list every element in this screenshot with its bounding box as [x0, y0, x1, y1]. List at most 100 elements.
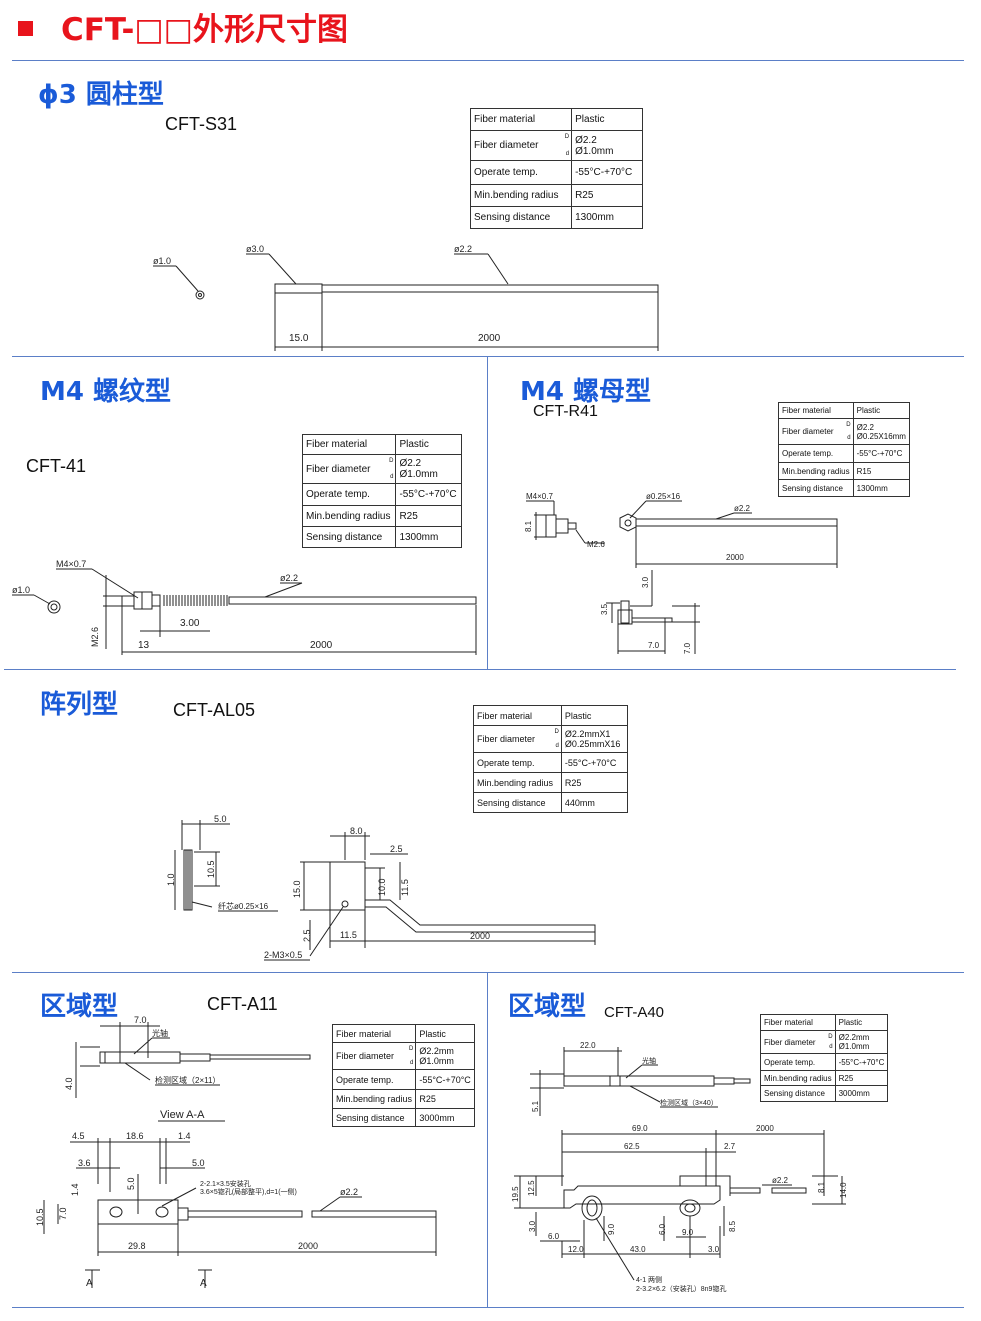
dim-h90-left: 9.0	[607, 1223, 616, 1235]
dim-w36: 3.6	[78, 1158, 91, 1168]
spec-value: R15	[852, 462, 910, 480]
drawing-a11: 7.0 光轴 4.0 检测区域（2×11） View A-A 4.5 18.6 …	[35, 1015, 437, 1289]
dim-tip: ø1.0	[12, 585, 30, 595]
dim-w70: 7.0	[134, 1015, 147, 1025]
dim-w430: 43.0	[630, 1245, 646, 1254]
spec-value: R25	[571, 184, 643, 207]
dim-len-fiber: 2000	[298, 1241, 318, 1251]
area-label: 检测区域（3×40）	[660, 1098, 718, 1107]
dd-lower: d	[409, 1060, 414, 1066]
dd-lower: d	[565, 151, 570, 157]
dim-h115: 11.5	[400, 879, 410, 896]
dim-w60: 6.0	[548, 1232, 560, 1241]
spec-value: Plastic	[395, 434, 462, 455]
model-al05: CFT-AL05	[173, 700, 256, 720]
dim-core: ø0.25×16	[646, 492, 681, 501]
dim-thread: M4×0.7	[526, 492, 553, 501]
spec-value: -55°C-+70°C	[395, 483, 462, 506]
vrule-2	[487, 973, 488, 1307]
spec-value: 1300mm	[571, 206, 643, 229]
spec-label: Operate temp.	[778, 444, 854, 463]
axis-label: 光轴	[152, 1028, 168, 1038]
rule-4	[12, 1307, 964, 1308]
spec-value: Plastic	[834, 1014, 889, 1031]
spec-label: Fiber material	[301, 434, 397, 455]
spec-value: 3000mm	[415, 1108, 475, 1127]
dd-lower: d	[390, 474, 394, 480]
dim-w625: 62.5	[624, 1142, 640, 1151]
dim-w80: 8.0	[350, 826, 363, 836]
model-m4: CFT-41	[26, 456, 87, 476]
dim-h85: 8.5	[728, 1220, 737, 1232]
dim-w14: 1.4	[178, 1131, 191, 1141]
spec-value: Plastic	[852, 402, 910, 419]
title-square-icon	[18, 21, 33, 36]
model-r41: CFT-R41	[533, 403, 598, 420]
fiber-cores	[185, 850, 191, 910]
dim-h51: 5.1	[531, 1100, 540, 1112]
area-label: 检测区域（2×11）	[155, 1075, 220, 1085]
dim-w70: 7.0	[648, 641, 660, 650]
drawing-s31: ø1.0 ø3.0 ø2.2 15.0 2000	[153, 244, 659, 351]
note1: 4-1 两侧	[636, 1275, 662, 1284]
model-a40: CFT-A40	[604, 1004, 665, 1021]
drawing-al05: 5.0 1.0 10.5 纤芯ø0.25×16 8.0 2.5 10.0 11.…	[166, 814, 596, 961]
top-rule	[12, 60, 964, 61]
dim-w27: 2.7	[724, 1142, 736, 1151]
spec-value: R25	[560, 772, 629, 793]
dim-h125: 12.5	[527, 1180, 536, 1196]
dim-h70: 7.0	[683, 642, 692, 654]
section-a-left: A	[86, 1278, 93, 1289]
model-s31: CFT-S31	[165, 114, 238, 134]
dim-len-fiber: 2000	[726, 553, 744, 562]
section-title-al05: 阵列型	[40, 690, 119, 720]
dim-fiber: ø2.2	[454, 244, 472, 254]
spec-value: -55°C-+70°C	[852, 444, 910, 463]
rule-1	[12, 356, 964, 357]
spec-value: Plastic	[571, 108, 643, 131]
dim-tip: ø1.0	[153, 256, 171, 266]
spec-label: Min.bending radius	[469, 184, 573, 207]
section-title-a11: 区域型	[40, 992, 119, 1022]
dim-len-fiber: 2000	[310, 640, 333, 651]
dd-lower: d	[555, 743, 559, 749]
spec-value: 440mm	[560, 792, 629, 813]
spec-value: 1300mm	[395, 526, 462, 548]
spec-label: Fiber material	[760, 1014, 836, 1031]
dd-lower: d	[829, 1044, 833, 1050]
dim-h70: 7.0	[58, 1207, 68, 1220]
dim-len-head: 15.0	[289, 333, 309, 344]
drawing-r41: M4×0.7 8.1 M2.6 ø0.25×16 ø2.2 2000 3.0 3…	[524, 492, 838, 654]
spec-value: Plastic	[560, 705, 629, 726]
section-title-r41: M4 螺母型	[520, 377, 652, 407]
spec-label: Operate temp.	[469, 160, 573, 185]
dim-m26: M2.6	[90, 627, 100, 647]
dim-v35: 3.5	[600, 603, 609, 615]
dim-len-a: 13	[138, 640, 150, 651]
dd-lower: d	[847, 435, 851, 441]
dim-w50: 5.0	[192, 1158, 205, 1168]
dim-fiber: ø2.2	[772, 1176, 789, 1185]
dim-h30: 3.0	[528, 1220, 537, 1232]
dim-h10: 1.0	[166, 873, 176, 886]
rule-3	[12, 972, 964, 973]
dim-w186: 18.6	[126, 1131, 144, 1141]
dim-fiber: ø2.2	[734, 504, 751, 513]
dim-thread: M4×0.7	[56, 559, 86, 569]
dim-w30: 3.0	[708, 1245, 720, 1254]
section-title-a40: 区域型	[508, 992, 587, 1022]
spec-value: R25	[395, 505, 462, 527]
spec-label: Sensing distance	[301, 526, 397, 548]
spec-value: -55°C-+70°C	[571, 160, 643, 185]
dim-h: 8.1	[524, 520, 533, 532]
